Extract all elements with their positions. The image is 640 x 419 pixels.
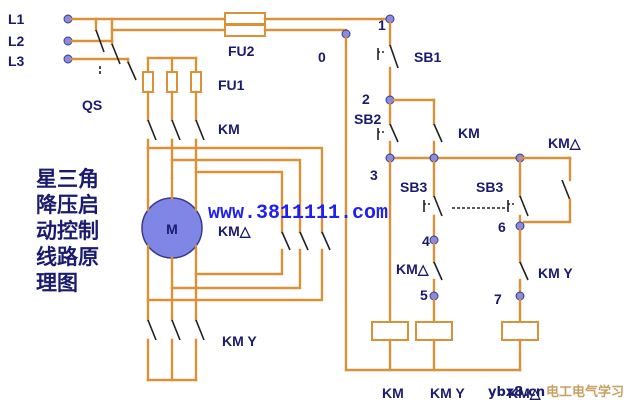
- sb3-right-contact: [519, 195, 529, 217]
- qs-blade-1: [95, 29, 105, 53]
- title-line-2: 降压启: [36, 193, 99, 217]
- fu2-fuse-1: [224, 12, 266, 25]
- label-l2: L2: [8, 33, 25, 49]
- node-6-label: 6: [498, 219, 506, 235]
- label-fu2: FU2: [228, 43, 255, 59]
- labels: L1 L2 L3 QS FU2 FU1 KM KM△ KM Y M 星三角 降压…: [8, 11, 624, 401]
- fu1-fuse-2: [166, 71, 178, 93]
- label-km-aux: KM: [458, 125, 480, 141]
- title-line-4: 线路原: [36, 245, 99, 269]
- site-url: www.3811111.com: [208, 202, 388, 225]
- title-line-5: 理图: [36, 271, 78, 295]
- coil-km: [371, 321, 409, 341]
- sb1-contact: [389, 44, 399, 69]
- label-fu1: FU1: [218, 77, 245, 93]
- label-km-delta-interlock: KM△: [396, 261, 430, 277]
- title-line-1: 星三角: [36, 167, 99, 191]
- node-4-label: 4: [422, 233, 430, 249]
- sb2-contact: [389, 123, 399, 143]
- node-1-label: 1: [378, 17, 386, 33]
- label-km-delta: KM△: [218, 223, 252, 239]
- coil-kmd: [501, 321, 539, 341]
- title-line-3: 动控制: [36, 219, 99, 243]
- label-sb2: SB2: [354, 111, 381, 127]
- label-qs: QS: [82, 97, 102, 113]
- label-sb3-right: SB3: [476, 179, 503, 195]
- motor-label: M: [166, 221, 178, 237]
- label-km-y: KM Y: [222, 333, 257, 349]
- label-coil-kmd: KM△: [508, 385, 542, 401]
- label-km-main: KM: [218, 121, 240, 137]
- watermark-site: ybx8.cn: [488, 385, 545, 400]
- fu2-fuse-2: [224, 24, 266, 37]
- sb3-left-contact: [433, 195, 443, 217]
- node-2-label: 2: [362, 91, 370, 107]
- watermark-channel: 电工电气学习: [546, 384, 624, 400]
- label-sb1: SB1: [414, 49, 441, 65]
- label-l1: L1: [8, 11, 25, 27]
- coil-kmy: [415, 321, 453, 341]
- node-5-label: 5: [420, 287, 428, 303]
- label-km-y-interlock: KM Y: [538, 265, 573, 281]
- label-coil-km: KM: [382, 385, 404, 401]
- fu1-fuse-1: [142, 71, 154, 93]
- label-coil-kmy: KM Y: [430, 385, 465, 401]
- node-0-label: 0: [318, 49, 326, 65]
- control-circuit: [341, 14, 572, 372]
- label-km-delta-top: KM△: [548, 135, 582, 151]
- node-3-label: 3: [370, 167, 378, 183]
- node-7-label: 7: [494, 291, 502, 307]
- fu1-fuse-3: [190, 71, 202, 93]
- label-l3: L3: [8, 53, 25, 69]
- power-circuit: [63, 12, 392, 382]
- label-sb3-left: SB3: [400, 179, 427, 195]
